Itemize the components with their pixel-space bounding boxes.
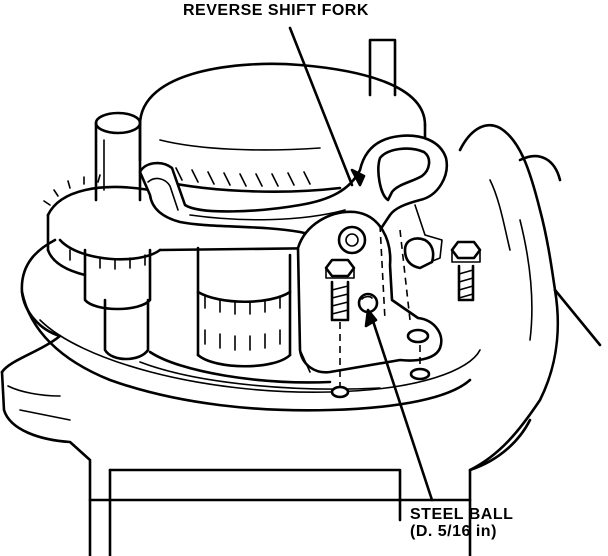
transmission-housing <box>0 123 602 556</box>
ball-leader-arrow <box>364 308 378 328</box>
leader-lines <box>288 26 434 502</box>
housing-bolt <box>450 240 482 302</box>
ball-leader-line <box>370 316 434 502</box>
reverse-shift-fork-label: REVERSE SHIFT FORK <box>183 2 369 19</box>
steel-ball-label-line1: STEEL BALL <box>410 506 514 523</box>
reverse-shift-fork <box>138 134 449 263</box>
shift-bracket <box>296 210 443 374</box>
steel-ball-label-line2: (D. 5/16 in) <box>410 522 497 540</box>
reverse-idler-shaft <box>94 111 142 202</box>
detent-cap <box>403 237 435 270</box>
plate-bolt <box>324 258 356 399</box>
mounting-holes <box>409 345 431 381</box>
steel-ball-label: STEEL BALL (D. 5/16 in) <box>410 506 514 541</box>
reverse-idler-gear <box>43 174 162 361</box>
countershaft-gear <box>158 246 332 368</box>
fork-leader-line <box>288 26 354 187</box>
fork-leader-arrow <box>350 168 366 187</box>
